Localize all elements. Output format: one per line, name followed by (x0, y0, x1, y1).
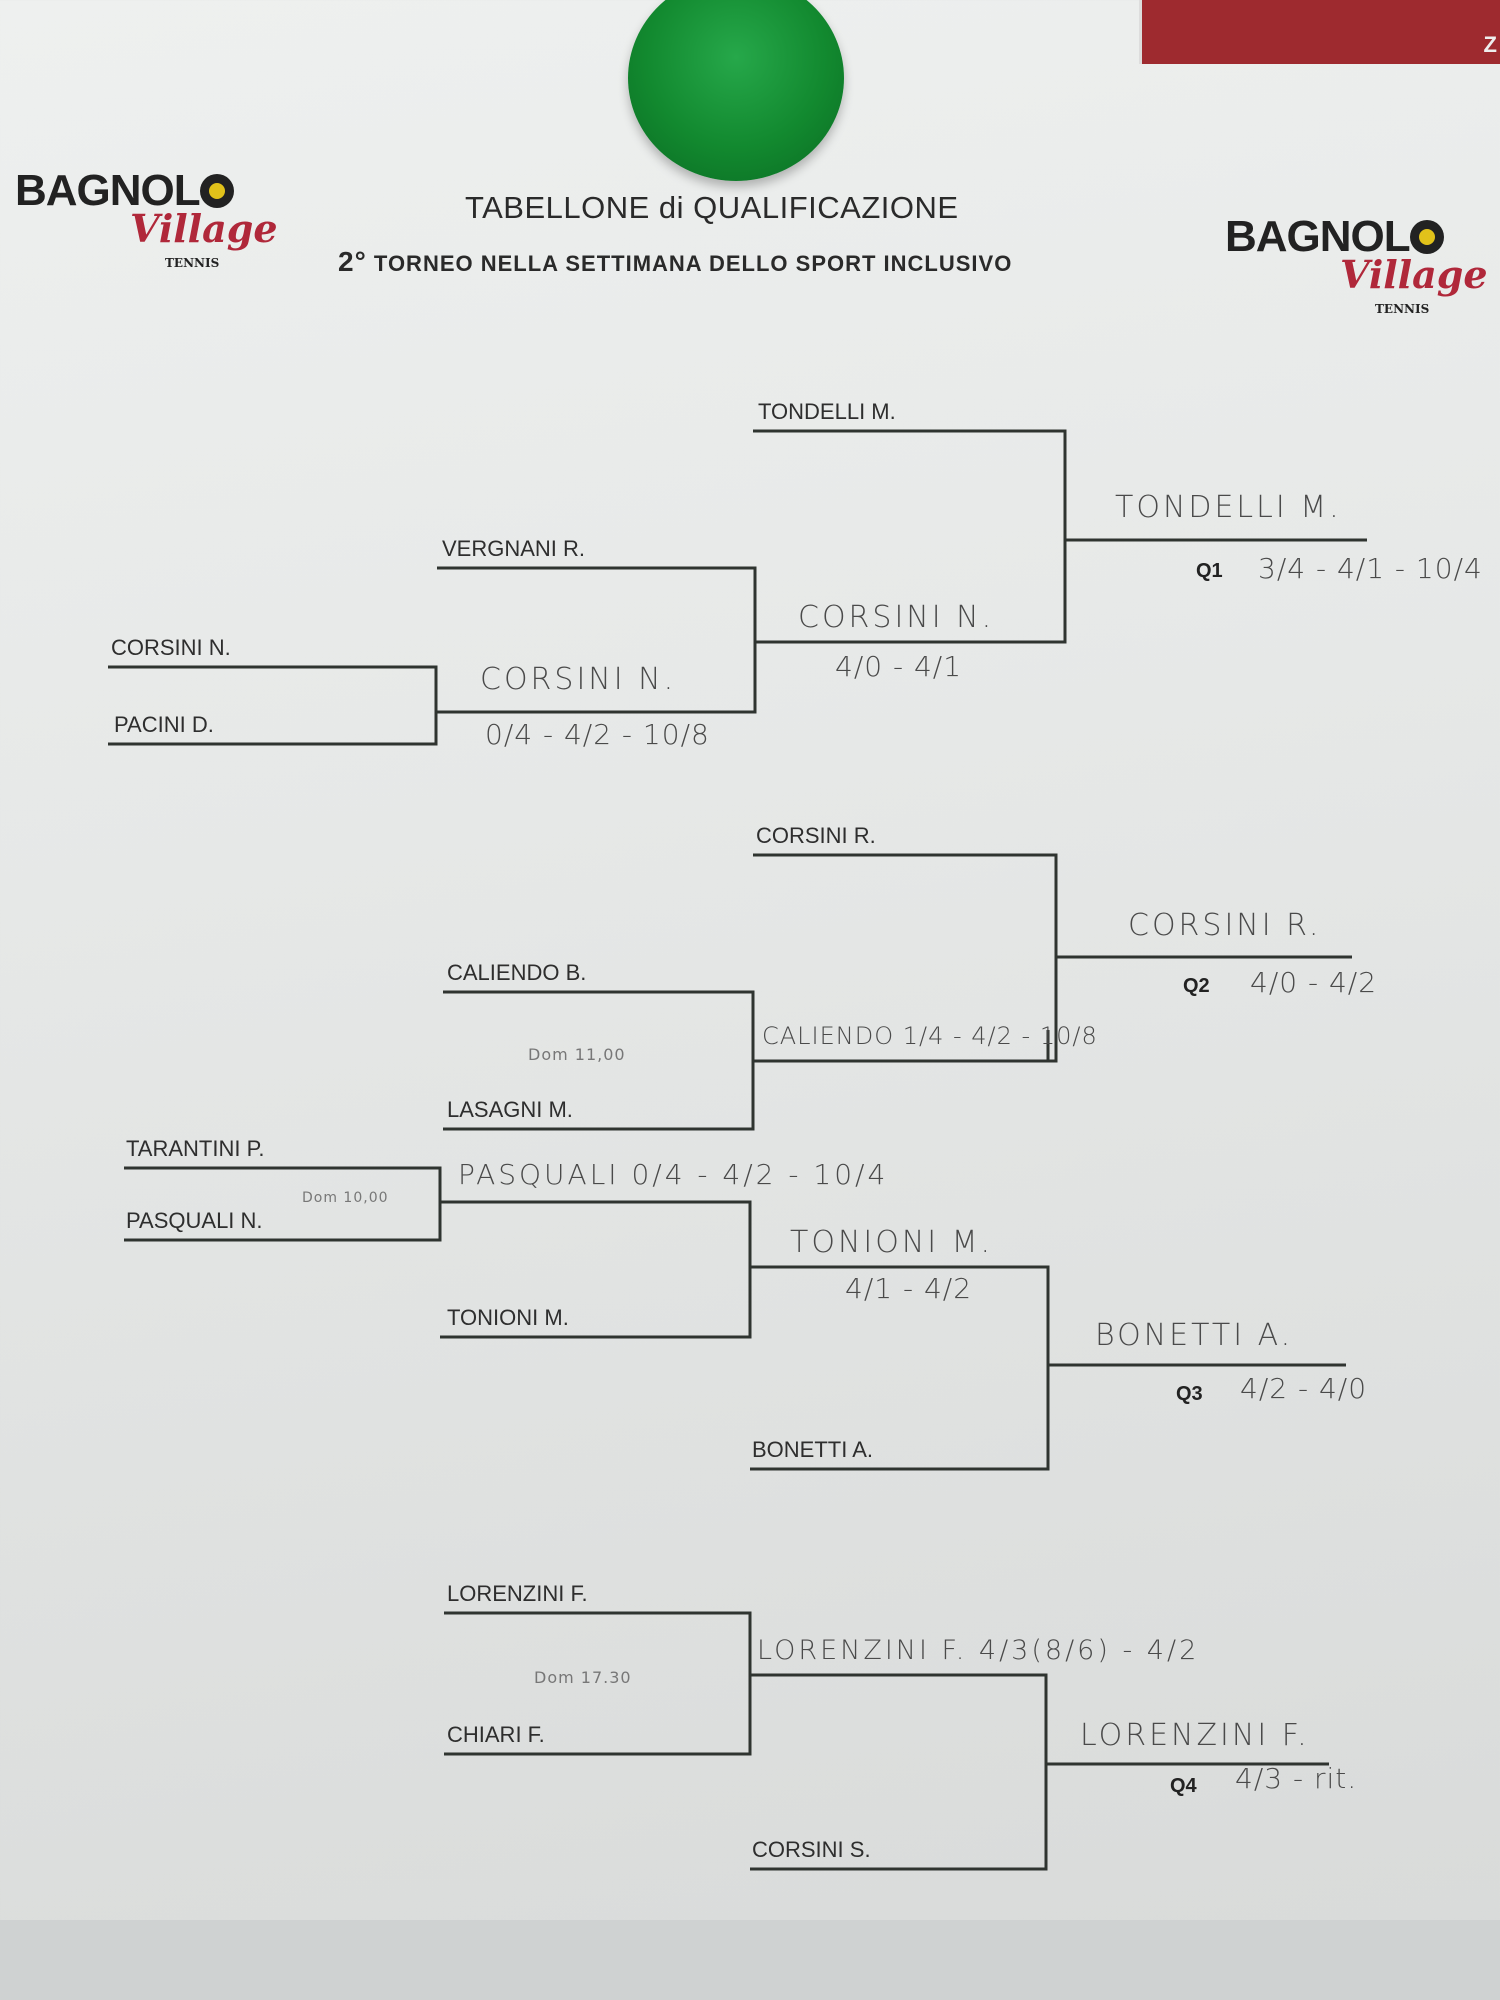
logo-right: BAGNOL Village TENNIS (1225, 212, 1488, 322)
qualifier-score: 4/2 - 4/0 (1240, 1372, 1368, 1405)
player-name: TONDELLI M. (758, 399, 896, 424)
bracket-line (108, 665, 438, 746)
subtitle-text: TORNEO NELLA SETTIMANA DELLO SPORT INCLU… (373, 251, 1013, 276)
match-time: Dom 17.30 (534, 1668, 632, 1687)
qualifier-score: 4/0 - 4/2 (1250, 966, 1378, 999)
logo-left: BAGNOL Village TENNIS (15, 166, 278, 276)
bracket-line (440, 1200, 752, 1339)
tennis-ball-icon (199, 174, 234, 208)
logo-sub: TENNIS (1375, 302, 1430, 316)
handwritten-score: 4/1 - 4/2 (845, 1272, 973, 1305)
handwritten-name: CORSINI N. (798, 600, 995, 635)
edition-number: 2° (338, 246, 367, 277)
bracket-line (444, 1611, 752, 1756)
handwritten-name: CORSINI N. (480, 662, 677, 697)
handwritten-name: TONIONI M. (790, 1225, 994, 1260)
player-name: CORSINI N. (111, 635, 231, 660)
logo-brand: BAGNOL (1225, 212, 1411, 261)
handwritten-score: 4/0 - 4/1 (835, 650, 963, 683)
logo-script: Village (1340, 252, 1488, 297)
player-name: CORSINI R. (756, 823, 876, 848)
bracket-line (753, 429, 1067, 644)
qualifier-winner: TONDELLI M. (1115, 490, 1342, 525)
page-title: TABELLONE di QUALIFICAZIONE (465, 190, 959, 225)
player-name: PASQUALI N. (126, 1208, 263, 1233)
player-name: TARANTINI P. (126, 1136, 265, 1161)
player-name: LASAGNI M. (447, 1097, 573, 1122)
poster-text: Z (1483, 32, 1497, 57)
tennis-ball-icon (1409, 220, 1444, 254)
adjacent-poster: Z (1139, 0, 1500, 64)
handwritten-score: 0/4 - 4/2 - 10/8 (485, 718, 710, 751)
qualifier-label: Q1 (1196, 560, 1223, 582)
qualifier-label: Q4 (1170, 1775, 1197, 1797)
bracket-line (750, 1265, 1050, 1471)
qualifier-score: 4/3 - rit. (1235, 1762, 1358, 1795)
handwritten-result: PASQUALI 0/4 - 4/2 - 10/4 (458, 1158, 889, 1191)
player-name: PACINI D. (114, 712, 214, 737)
qualifier-label: Q3 (1176, 1383, 1203, 1405)
wall-background (0, 1920, 1500, 2000)
player-name: LORENZINI F. (447, 1581, 588, 1606)
player-name: BONETTI A. (752, 1437, 874, 1462)
logo-script: Village (130, 206, 278, 251)
player-name: TONIONI M. (447, 1305, 569, 1330)
bracket-line (437, 566, 757, 714)
player-name: CORSINI S. (752, 1837, 871, 1862)
qualifier-winner: LORENZINI F. (1080, 1718, 1310, 1753)
page-subtitle: 2° TORNEO NELLA SETTIMANA DELLO SPORT IN… (338, 246, 1012, 278)
match-time: Dom 10,00 (302, 1190, 389, 1206)
bracket-line (750, 1673, 1048, 1871)
player-name: CALIENDO B. (447, 960, 587, 985)
match-time: Dom 11,00 (528, 1045, 626, 1064)
qualifier-score: 3/4 - 4/1 - 10/4 (1258, 552, 1483, 585)
player-name: CHIARI F. (447, 1722, 545, 1747)
handwritten-result: LORENZINI F. 4/3(8/6) - 4/2 (757, 1635, 1200, 1666)
bracket-line (124, 1166, 442, 1242)
qualifier-label: Q2 (1183, 975, 1210, 997)
logo-sub: TENNIS (165, 256, 220, 270)
qualifier-winner: BONETTI A. (1095, 1318, 1294, 1353)
handwritten-result: CALIENDO 1/4 - 4/2 - 10/8 (762, 1022, 1098, 1050)
logo-brand: BAGNOL (15, 166, 201, 215)
player-name: VERGNANI R. (442, 536, 586, 561)
green-magnet (628, 0, 844, 181)
qualifier-winner: CORSINI R. (1128, 908, 1322, 943)
